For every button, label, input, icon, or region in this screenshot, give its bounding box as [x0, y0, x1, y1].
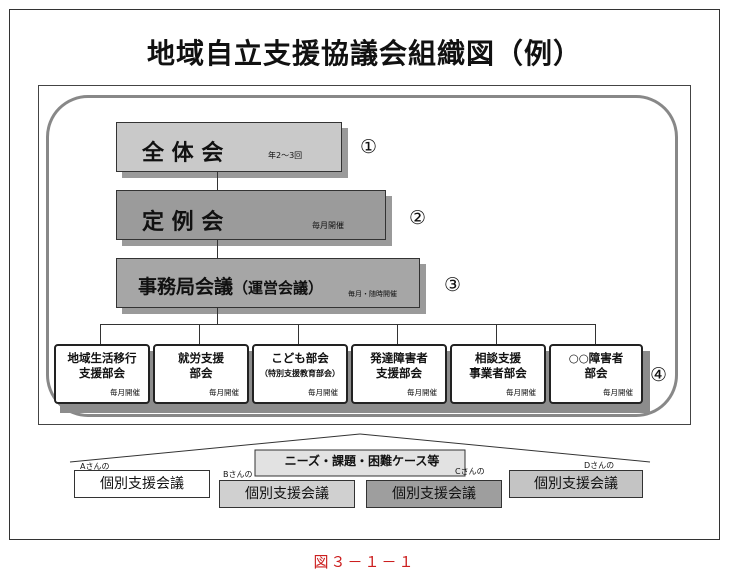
subcommittee-4-freq: 毎月開催 [407, 388, 437, 397]
subcommittee-5: 相談支援 事業者部会 毎月開催 [450, 344, 546, 404]
individual-meeting-c: 個別支援会議 [366, 480, 502, 508]
council-outer-border [38, 85, 691, 425]
subcommittee-2-freq: 毎月開催 [209, 388, 239, 397]
subcommittee-5-line2: 事業者部会 [469, 366, 527, 380]
sub-drop-5 [496, 324, 497, 344]
sub-drop-6 [595, 324, 596, 344]
subcommittee-5-freq: 毎月開催 [506, 388, 536, 397]
subcommittee-6-line2: 部会 [584, 366, 608, 380]
subcommittee-1: 地域生活移行 支援部会 毎月開催 [54, 344, 150, 404]
subcommittee-6-line1: ○○障害者 [568, 351, 624, 365]
sub-drop-4 [397, 324, 398, 344]
connector-1-2 [217, 172, 218, 190]
subcommittee-4-line1: 発達障害者 [370, 351, 428, 365]
sub-drop-2 [199, 324, 200, 344]
connector-3-sub [217, 308, 218, 324]
subcommittee-6: ○○障害者 部会 毎月開催 [549, 344, 643, 404]
individual-c-person: Cさんの [455, 467, 485, 476]
individual-d-person: Dさんの [584, 461, 615, 470]
level-2-note: 毎月開催 [312, 221, 344, 230]
figure-caption: 図３－１－１ [313, 553, 416, 571]
subcommittee-3: こども部会 （特別支援教育部会） 毎月開催 [252, 344, 348, 404]
needs-right-edge [359, 433, 651, 463]
subcommittee-2-line1: 就労支援 [178, 351, 224, 365]
level-1-label: 全 体 会 [142, 141, 224, 166]
subcommittee-3-line1: こども部会 [271, 351, 329, 365]
subcommittee-1-line2: 支援部会 [79, 366, 125, 380]
needs-banner-shape [254, 449, 466, 477]
subcommittee-4: 発達障害者 支援部会 毎月開催 [351, 344, 447, 404]
level-2-label: 定 例 会 [142, 210, 224, 235]
subcommittee-3-line2: （特別支援教育部会） [260, 369, 340, 378]
sub-drop-1 [100, 324, 101, 344]
level-1-box [116, 122, 342, 172]
subcommittee-4-line2: 支援部会 [376, 366, 422, 380]
diagram-title: 地域自立支援協議会組織図（例） [146, 37, 582, 70]
level-1-note: 年2～3回 [268, 151, 303, 160]
level-2-marker: ② [409, 207, 427, 229]
level-2-box [116, 190, 386, 240]
needs-left-edge [69, 433, 361, 463]
individual-b-person: Bさんの [223, 470, 253, 479]
subcommittee-1-line1: 地域生活移行 [67, 351, 137, 365]
level-1-marker: ① [360, 136, 378, 158]
sub-drop-3 [298, 324, 299, 344]
subcommittee-marker: ④ [650, 364, 668, 386]
subcommittee-bus [100, 324, 595, 325]
level-3-marker: ③ [444, 274, 462, 296]
individual-meeting-a: 個別支援会議 [74, 470, 210, 498]
subcommittee-6-freq: 毎月開催 [603, 388, 633, 397]
subcommittee-5-line1: 相談支援 [475, 351, 521, 365]
needs-label: ニーズ・課題・困難ケース等 [284, 454, 440, 468]
individual-a-person: Aさんの [80, 462, 110, 471]
individual-meeting-b: 個別支援会議 [219, 480, 355, 508]
subcommittee-1-freq: 毎月開催 [110, 388, 140, 397]
level-3-box [116, 258, 420, 308]
subcommittee-2-line2: 部会 [189, 366, 213, 380]
subcommittee-3-freq: 毎月開催 [308, 388, 338, 397]
level-3-label: 事務局会議（運営会議） [138, 276, 324, 298]
individual-meeting-d: 個別支援会議 [509, 470, 643, 498]
connector-2-3 [217, 240, 218, 258]
subcommittee-2: 就労支援 部会 毎月開催 [153, 344, 249, 404]
level-3-note: 毎月・随時開催 [348, 290, 397, 298]
